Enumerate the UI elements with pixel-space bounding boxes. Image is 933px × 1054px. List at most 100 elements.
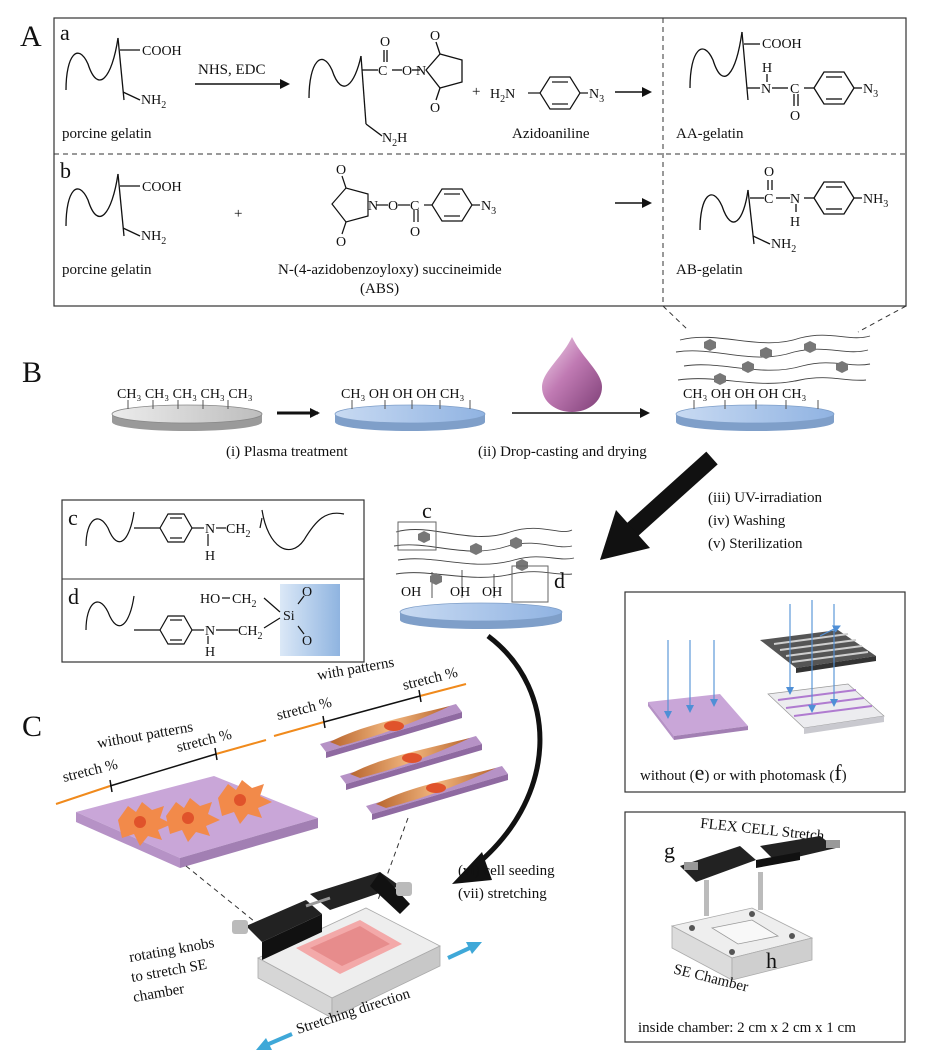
aa-o: O: [790, 109, 800, 124]
step-sterilize: (v) Sterilization: [708, 536, 803, 552]
gelatin-chain-b: [65, 173, 141, 237]
reagents-label: NHS, EDC: [198, 62, 266, 78]
ab-nh3: NH3: [863, 192, 888, 210]
box-d-letter: d: [68, 584, 79, 609]
se-chamber: [670, 907, 814, 981]
box-c-ch2: CH2: [226, 522, 250, 540]
box-d-ch2-bottom: CH2: [238, 624, 262, 642]
direction-arrow-right: [447, 942, 482, 960]
step-uv: (iii) UV-irradiation: [708, 490, 823, 506]
step-stretching: (vii) stretching: [458, 886, 547, 902]
plain-film: [648, 694, 748, 740]
stretch-label-4: stretch %: [401, 665, 459, 694]
linkage-d-structure: [85, 595, 305, 645]
aa-cooh: COOH: [762, 37, 802, 52]
azidoaniline-label: Azidoaniline: [512, 126, 590, 142]
plus-b: +: [234, 206, 242, 222]
abs-label-1: N-(4-azidobenzoyloxy) succineimide: [278, 262, 502, 278]
zoom-label-c: c: [422, 498, 432, 523]
pristine-substrate: [111, 400, 263, 431]
abs-c: C: [410, 199, 419, 214]
aa-gelatin-structure: [689, 31, 862, 106]
stretch-label-3: stretch %: [275, 695, 333, 724]
zoom-line-right: [857, 305, 907, 333]
step-seeding: (vi) cell seeding: [458, 863, 555, 879]
abs-n3: N3: [481, 199, 496, 217]
abs-carbonyl-o: O: [410, 225, 420, 240]
aa-n: N: [761, 82, 771, 97]
step-wash: (iv) Washing: [708, 513, 786, 529]
stretch-axis-patterned: [273, 683, 467, 737]
coated-substrate: [675, 334, 871, 431]
photomask-panel: [624, 591, 906, 793]
cooh-a: COOH: [142, 44, 182, 59]
stretch-axis-unpatterned: [55, 739, 267, 805]
azidoaniline-ring: [528, 76, 588, 110]
nhs-ester-gelatin: [308, 41, 463, 137]
gelatin-drop: [542, 337, 602, 412]
aa-h: H: [762, 61, 772, 76]
patterned-film: [767, 683, 885, 734]
step-dropcast: (ii) Drop-casting and drying: [478, 444, 647, 460]
box-d-ho: HO: [200, 592, 220, 607]
surface-oh-row: CH₃ OH OH OH CH₃: [341, 387, 464, 402]
ab-c: C: [764, 192, 773, 207]
ester-n: N: [416, 64, 426, 79]
ab-gelatin-structure: [699, 180, 862, 245]
ab-nh2: NH2: [771, 237, 796, 255]
linkage-box: [61, 499, 365, 663]
nh2-a: NH2: [141, 93, 166, 111]
treated-substrate: [334, 400, 486, 431]
panel-C-letter: C: [22, 710, 42, 743]
box-c-h: H: [205, 549, 215, 564]
direction-arrow-left: [256, 1032, 293, 1050]
knobs-label-3: chamber: [132, 981, 186, 1006]
chamber-size-note: inside chamber: 2 cm x 2 cm x 1 cm: [638, 1020, 856, 1036]
abs-o-bottom: O: [336, 235, 346, 250]
box-d-n: N: [205, 624, 215, 639]
box-c-letter: c: [68, 505, 78, 530]
box-d-o-bottom: O: [302, 634, 312, 649]
ester-carbonyl-o: O: [380, 35, 390, 50]
label-g: g: [664, 838, 675, 863]
ab-n: N: [790, 192, 800, 207]
big-process-arrow: [600, 451, 718, 560]
panel-A-letter: A: [20, 20, 42, 53]
device-panel: [624, 811, 906, 1043]
zoom-line-left: [662, 305, 689, 331]
oh-1: OH: [401, 585, 421, 600]
abs-o-ester: O: [388, 199, 398, 214]
ab-o: O: [764, 165, 774, 180]
photomask-caption: without (e) or with photomask (f): [640, 760, 847, 785]
oh-3: OH: [482, 585, 502, 600]
zoom-label-d: d: [554, 568, 565, 593]
succinimide-o-top: O: [430, 29, 440, 44]
abs-o-top: O: [336, 163, 346, 178]
photomask: [760, 630, 876, 673]
aa-gelatin-label: AA-gelatin: [676, 126, 744, 142]
ester-o: O: [402, 64, 412, 79]
abs-n: N: [368, 199, 378, 214]
panel-A-frame: [53, 17, 907, 307]
curved-arrow: [468, 634, 543, 872]
surface-ch3-row: CH₃ CH₃ CH₃ CH₃ CH₃: [117, 387, 253, 402]
row-b-letter: b: [60, 158, 71, 183]
crosslinked-substrate: [393, 521, 575, 629]
plus-a: +: [472, 84, 480, 100]
box-d-si: Si: [283, 609, 295, 624]
abs-label-2: (ABS): [360, 281, 399, 297]
panel-B-letter: B: [22, 356, 42, 389]
nh2-b: NH2: [141, 229, 166, 247]
box-d-h: H: [205, 645, 215, 660]
label-h: h: [766, 948, 777, 973]
ab-gelatin-label: AB-gelatin: [676, 262, 743, 278]
linkage-c-structure: [85, 509, 345, 551]
box-d-o-top: O: [302, 585, 312, 600]
ester-c: C: [378, 64, 387, 79]
gelatin-chain-a: [65, 37, 141, 101]
row-a-letter: a: [60, 20, 70, 45]
abs-structure: [331, 175, 480, 235]
succinimide-o-bottom: O: [430, 101, 440, 116]
cooh-b: COOH: [142, 180, 182, 195]
